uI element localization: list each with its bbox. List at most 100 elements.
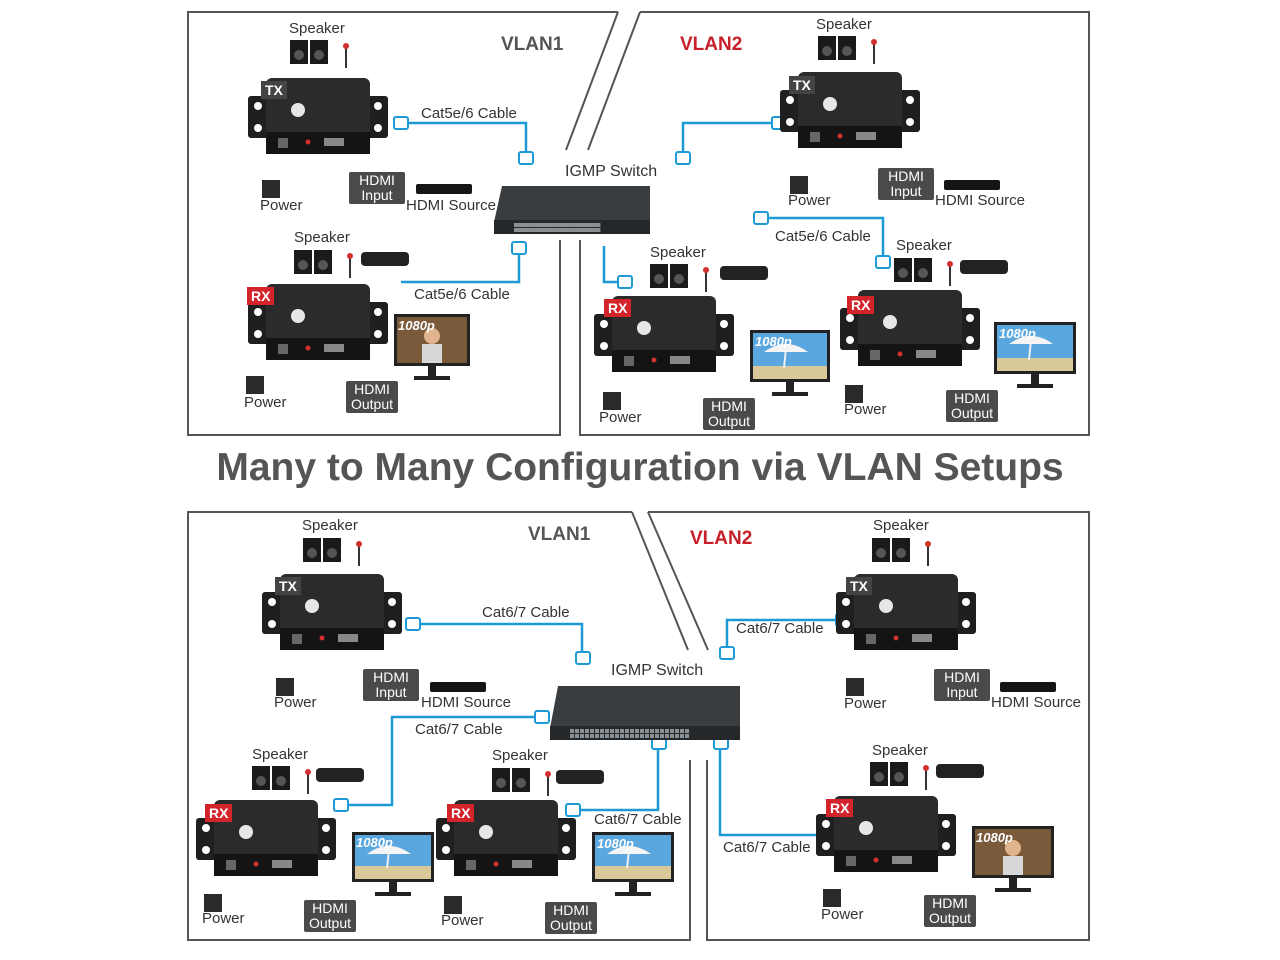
bottom-rx1-device-hdmi-port (272, 860, 292, 868)
top-rx3-monitor-base (1017, 384, 1053, 388)
bottom-rx2-device-dc-port (466, 860, 476, 870)
top-igmp-switch-port-b19 (582, 228, 587, 232)
bottom-tx1-power-label: Power (274, 694, 317, 711)
bottom-rx1-device-dc-port (226, 860, 236, 870)
bottom-rx2-cable (572, 745, 660, 812)
top-rx2-device-logo (637, 321, 651, 335)
bottom-rx2-monitor (592, 832, 674, 896)
top-tx2-cable (681, 121, 780, 160)
top-tx1-device (248, 78, 388, 154)
top-igmp-switch-port-a9 (546, 223, 551, 227)
bottom-igmp-switch-port-a17 (655, 729, 659, 733)
bottom-tx1-speaker-icon-cone-left (307, 548, 317, 558)
bottom-tx2-badge: TX (846, 577, 872, 595)
bottom-rx2-device-led (493, 861, 499, 867)
top-igmp-switch-port-a22 (592, 223, 597, 227)
bottom-tx2-speaker-label: Speaker (873, 517, 929, 534)
top-igmp-switch-port-b0 (514, 228, 518, 232)
top-rx2-monitor-umbrella (764, 344, 808, 352)
top-tx1-power-label: Power (260, 197, 303, 214)
top-igmp-switch-port-a20 (585, 223, 590, 227)
bottom-rx3-device-panel (834, 850, 938, 872)
top-igmp-switch-port-b7 (539, 228, 544, 232)
bottom-rx2-monitor-stand (629, 882, 637, 892)
top-tx1-cable-label: Cat5e/6 Cable (421, 105, 517, 122)
top-tx2-device-logo (823, 97, 837, 111)
bottom-igmp-switch-port-b13 (635, 734, 639, 738)
top-rx3-cable-label: Cat5e/6 Cable (775, 228, 871, 245)
bottom-rx3-device-hole-4 (942, 842, 950, 850)
top-tx1-speaker-icon-ir-sensor (343, 43, 349, 49)
bottom-igmp-switch-port-a23 (685, 729, 689, 733)
top-tx2-device-hole-1 (786, 96, 794, 104)
bottom-igmp-switch-port-a21 (675, 729, 679, 733)
bottom-tx1-device-hole-3 (268, 620, 276, 628)
top-tx1-device-logo (291, 103, 305, 117)
bottom-igmp-switch-port-b19 (665, 734, 669, 738)
bottom-tx2-device-hdmi-port (912, 634, 932, 642)
top-tx2-device-body (798, 72, 902, 142)
bottom-igmp-switch-port-b8 (610, 734, 614, 738)
top-tx1-device-dc-port (278, 138, 288, 148)
top-rx1-device-led (305, 345, 311, 351)
top-tx2-hdmi-input: HDMI Input (878, 168, 934, 200)
page-title: Many to Many Configuration via VLAN Setu… (216, 446, 1064, 489)
bottom-igmp-switch-top (550, 686, 740, 728)
top-tx2-speaker-icon (818, 36, 877, 64)
bottom-rx3-res-label: 1080p (976, 830, 1013, 845)
top-igmp-switch-port-b15 (567, 228, 572, 232)
bottom-igmp-switch-port-b12 (630, 734, 634, 738)
top-igmp-switch-port-b5 (531, 228, 536, 232)
top-rx1-device-dc-port (278, 344, 288, 354)
bottom-igmp-switch-port-b15 (645, 734, 649, 738)
cable-plug-4 (675, 151, 691, 165)
bottom-tx2-device-dc-port (866, 634, 876, 644)
top-tx2-power-label: Power (788, 192, 831, 209)
bottom-igmp-switch-port-a14 (640, 729, 644, 733)
bottom-igmp-switch-port-b0 (570, 734, 574, 738)
top-rx3-device-logo (883, 315, 897, 329)
power-adapter-icon-7 (846, 678, 864, 696)
top-rx3-device (840, 290, 980, 366)
bottom-rx2-device-hdmi-port (512, 860, 532, 868)
top-rx2-speaker-label: Speaker (650, 244, 706, 261)
top-rx2-speaker-icon-cone-left (654, 274, 664, 284)
top-rx1-device-hole-1 (254, 308, 262, 316)
bottom-igmp-switch-port-b2 (580, 734, 584, 738)
top-tx1-device-hole-2 (374, 102, 382, 110)
top-rx1-monitor-singer-head (424, 328, 440, 344)
bottom-tx2-speaker-icon-cone-left (876, 548, 886, 558)
top-igmp-switch-port-b20 (585, 228, 590, 232)
top-rx1-device-hole-3 (254, 330, 262, 338)
cable-plug-2 (518, 151, 534, 165)
top-igmp-switch-port-a11 (553, 223, 558, 227)
top-tx1-device-hole-3 (254, 124, 262, 132)
bottom-tx2-device (836, 574, 976, 650)
top-igmp-switch-port-b9 (546, 228, 551, 232)
ir-remote-icon-2 (720, 266, 768, 280)
bottom-igmp-switch-port-a8 (610, 729, 614, 733)
ir-remote-icon-3 (960, 260, 1008, 274)
bottom-tx1-hdmi-source: HDMI Source (421, 694, 512, 711)
top-rx3-speaker-icon-cone-left (898, 268, 908, 278)
bottom-igmp-switch-port-b3 (585, 734, 589, 738)
top-rx2-speaker-icon-cone-right (674, 274, 684, 284)
top-rx2-monitor-stand (786, 382, 794, 392)
top-igmp-switch-port-a16 (571, 223, 576, 227)
bottom-rx3-device-led (873, 857, 879, 863)
bottom-tx1-device-hdmi-port (338, 634, 358, 642)
bottom-rx3-device-logo (859, 821, 873, 835)
top-rx1-speaker-icon-ir-sensor (347, 253, 353, 259)
top-rx1-device-hole-4 (374, 330, 382, 338)
top-tx2-device-hole-2 (906, 96, 914, 104)
top-igmp-switch-port-a13 (560, 223, 565, 227)
top-rx3-monitor-stand (1031, 374, 1039, 384)
bottom-tx2-device-hole-3 (842, 620, 850, 628)
top-igmp-switch-port-b16 (571, 228, 576, 232)
top-rx3-speaker-icon-cone-right (918, 268, 928, 278)
bottom-rx3-speaker-icon-cone-left (874, 772, 884, 782)
top-igmp-switch-port-a5 (531, 223, 536, 227)
bottom-rx3-speaker-icon-cone-right (894, 772, 904, 782)
bottom-rx1-monitor-stand (389, 882, 397, 892)
top-rx1-speaker-icon (294, 250, 353, 278)
